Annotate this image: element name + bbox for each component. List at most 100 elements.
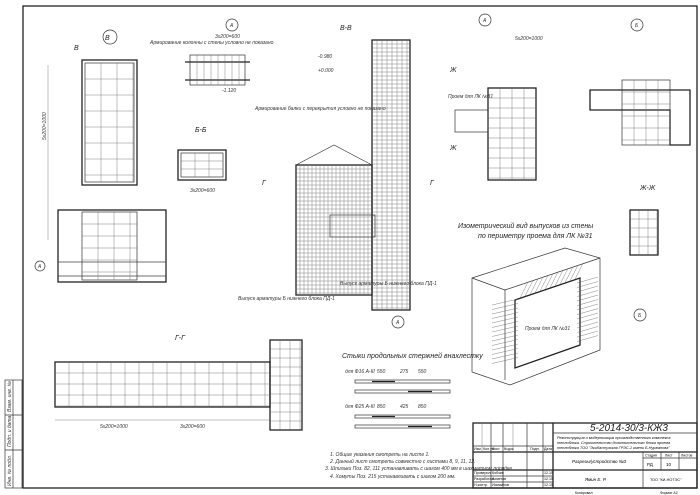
rev-header: Лист — [492, 447, 500, 451]
isometric-caption: по периметру проема для ЛК №31 — [478, 232, 593, 240]
role: Проверил — [474, 471, 491, 475]
rebar-grid — [181, 153, 223, 177]
splice-row: для Ф25 А-III 850 425 850 — [345, 404, 451, 429]
footer-format: Формат А2 — [660, 491, 678, 495]
splice-row: для Ф16 А-III 550 275 550 — [345, 369, 451, 394]
rebar-grid — [488, 88, 536, 180]
project-title: теплоблока ТОО "Экибастузская ГРЭС-1 име… — [557, 446, 670, 450]
dim-label: 3х200=600 — [180, 424, 205, 430]
role: Н.контр. — [474, 483, 488, 487]
dim-label: 3х200=600 — [190, 188, 215, 194]
cut-label: В — [74, 45, 79, 52]
cut-label: Ж — [449, 67, 457, 74]
date: 12.15 — [544, 477, 553, 481]
splice-dim: 550 — [418, 369, 427, 375]
sheet-header: Лист — [665, 454, 673, 458]
splice-label: для Ф25 А-III — [345, 404, 375, 410]
project-title: теплоблока. Строительство дополнительног… — [557, 441, 670, 445]
stamp-inventory: Инв. № подл. — [7, 455, 13, 486]
role: Разработал — [474, 477, 494, 481]
sheet-number: 10 — [666, 462, 672, 467]
dim-label: 3х200=600 — [215, 34, 240, 40]
opening-label: Проем для ЛК №31 — [525, 326, 570, 332]
splice-dim: 850 — [418, 404, 427, 410]
date: 12.15 — [544, 483, 553, 487]
splice-title: Стыки продольных стержней внахлестку — [342, 352, 483, 360]
note: 4. Хомуты Поз. 215 устанавливать с шагом… — [330, 474, 456, 480]
author-name: Ямин Е. Р. — [584, 477, 606, 482]
section-title: В-В — [340, 25, 352, 32]
callout-text: Проем для ЛК №31 — [448, 94, 493, 100]
cut-label: Г — [262, 180, 267, 187]
section-a-right: А Проем для ЛК №31 Ж Ж 5х200=1000 — [448, 13, 543, 181]
rebar-grid — [82, 212, 137, 280]
rebar-grid — [622, 80, 670, 145]
rev-header: №док — [504, 447, 514, 451]
margin-stamp: Взам. инв. № Подп. и дата Инв. № подл. — [4, 379, 23, 489]
stage: РД — [647, 462, 653, 467]
signer: Кобзин — [492, 471, 504, 475]
elevation: -1.120 — [222, 88, 236, 94]
isometric-view: Изометрический вид выпусков из стены по … — [458, 222, 601, 386]
stage-header: Стадия — [645, 454, 657, 458]
company: ТОО "КИ-НОТЭС" — [650, 478, 682, 482]
splice-dim: 850 — [377, 404, 386, 410]
rev-header: Кол.уч — [483, 447, 494, 451]
callout-text: Армирование колонны с стены условно не п… — [149, 40, 274, 46]
rev-header: Дата — [544, 447, 552, 451]
section-mark: В — [105, 35, 110, 42]
splice-label: для Ф16 А-III — [345, 369, 375, 375]
isometric-caption: Изометрический вид выпусков из стены — [458, 222, 594, 230]
section-v-v-center: В-В -0.980 +0.000 Армирование балки с пе… — [238, 25, 437, 329]
rebar-grid — [372, 40, 410, 310]
note: 3. Шпильки Поз. 82, 111 устанавливать с … — [325, 466, 514, 472]
drawing-code: 5-2014-30/3-КЖ3 — [590, 423, 668, 434]
rebar-grid — [630, 210, 658, 255]
splice-details: Стыки продольных стержней внахлестку для… — [342, 352, 483, 429]
drawing-name: Разрезы/устройство №3 — [572, 458, 627, 464]
note: 2. Данный лист смотреть совместно с лист… — [329, 458, 475, 465]
rebar-grid — [196, 55, 240, 85]
dim-label: 5х200=1000 — [100, 424, 128, 430]
cut-label: Г — [430, 180, 435, 187]
mark-label: Б — [635, 23, 639, 29]
dim-label: 5х200=1000 — [42, 112, 48, 140]
splice-dim: 275 — [399, 369, 409, 375]
stamp-replaces: Взам. инв. № — [7, 380, 13, 412]
note: 1. Общие указания смотреть на листе 1. — [330, 452, 430, 458]
sheet-frame — [22, 5, 698, 489]
rebar-grid — [270, 340, 302, 430]
signature-rows: Проверил Кобзин 12.15 Разработал Ахметов… — [474, 471, 553, 487]
signer: Исмаилов — [492, 483, 509, 487]
project-title: Реконструкция и модернизация производств… — [557, 436, 671, 440]
section-b-b: Б-Б 3х200=600 — [177, 127, 227, 194]
section-title: Г-Г — [175, 335, 186, 342]
footer-copied: Копировал — [575, 491, 593, 495]
general-notes: 1. Общие указания смотреть на листе 1. 2… — [325, 452, 514, 480]
splice-dim: 425 — [400, 404, 409, 410]
splice-dim: 550 — [377, 369, 386, 375]
rebar-grid — [55, 362, 270, 407]
sheets-header: Листов — [681, 454, 693, 458]
mark-label: А — [482, 18, 487, 24]
mark-label: Б — [638, 313, 642, 319]
section-v-v-left: В В 5х200=1000 А — [34, 29, 167, 283]
elevation: +0.000 — [318, 68, 334, 74]
callout-text: Армирование балки с перекрытия условно н… — [254, 106, 386, 112]
rebar-grid — [85, 63, 134, 182]
signer: Ахметов — [492, 477, 506, 481]
section-a-top: А Армирование колонны с стены условно не… — [149, 18, 274, 94]
section-title: Б-Б — [195, 127, 207, 134]
section-g-g: Г-Г 5х200=1000 3х200=600 — [54, 335, 303, 431]
mark-label: А — [229, 23, 234, 29]
title-block: Изм Кол.уч Лист №док Подп. Дата Проверил… — [472, 422, 698, 495]
cut-label: Ж — [449, 145, 457, 152]
rev-header: Изм — [474, 447, 481, 451]
section-b-right: Б — [589, 18, 691, 146]
rev-header: Подп. — [530, 447, 540, 451]
callout-text: Выпуск арматуры Б нижнего блока ПД-1 — [238, 296, 335, 302]
section-title: Ж-Ж — [639, 185, 656, 192]
mark-label: А — [37, 264, 42, 270]
date: 12.15 — [544, 471, 553, 475]
